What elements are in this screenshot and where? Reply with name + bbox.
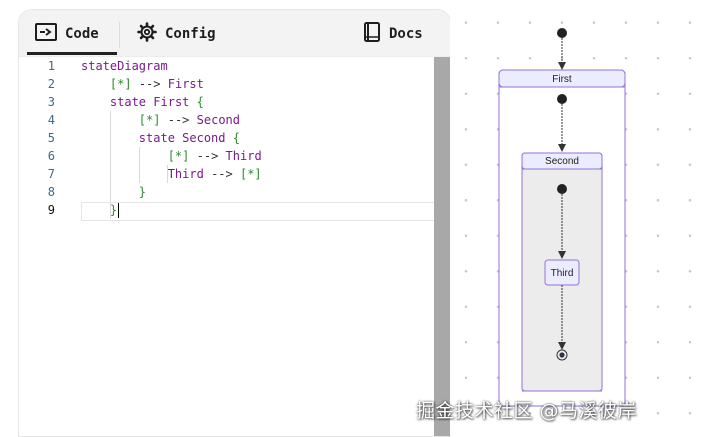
- indent-guide: [110, 111, 111, 219]
- code-line: 7 Third --> [*]: [19, 165, 434, 183]
- end-node-core: [559, 352, 565, 358]
- start-node: [557, 94, 567, 104]
- tab-bar: Code Config: [19, 10, 450, 57]
- code-text: Third --> [*]: [167, 167, 262, 181]
- line-number: 1: [47, 59, 55, 73]
- state-first-label: First: [552, 74, 572, 85]
- line-number: 3: [47, 95, 55, 109]
- tab-divider: [119, 22, 120, 48]
- tab-config-label: Config: [165, 26, 216, 42]
- book-icon: [363, 22, 381, 46]
- text-cursor: [118, 203, 119, 218]
- code-icon: [35, 23, 57, 45]
- gear-icon: [137, 22, 157, 46]
- tab-code-label: Code: [65, 26, 99, 42]
- watermark: 掘金技术社区 @马溪彼岸: [416, 400, 638, 422]
- line-number: 7: [47, 167, 55, 181]
- code-editor[interactable]: 1 stateDiagram 2 [*] --> First 3 state F…: [19, 57, 449, 436]
- code-line: 1 stateDiagram: [19, 57, 434, 75]
- code-line: 3 state First {: [19, 93, 434, 111]
- editor-scrollbar[interactable]: [434, 57, 450, 436]
- line-number: 5: [47, 131, 55, 145]
- line-number: 6: [47, 149, 55, 163]
- start-node: [557, 28, 567, 38]
- code-line: 5 state Second {: [19, 129, 434, 147]
- diagram-canvas[interactable]: First Second Third: [450, 0, 701, 435]
- state-diagram: First Second Third: [498, 28, 626, 407]
- tab-docs-label: Docs: [389, 26, 423, 42]
- code-line: 8 }: [19, 183, 434, 201]
- code-text: [*] --> Third: [167, 149, 262, 163]
- editor-panel: Code Config: [18, 9, 451, 437]
- code-text: stateDiagram: [81, 59, 168, 73]
- code-text: [*] --> Second: [138, 113, 240, 127]
- code-text: }: [109, 203, 118, 217]
- code-line: 4 [*] --> Second: [19, 111, 434, 129]
- tab-docs[interactable]: Docs: [363, 22, 423, 46]
- code-line: 9 }: [19, 201, 434, 219]
- code-text: }: [138, 185, 147, 199]
- indent-guide: [139, 147, 140, 183]
- state-third-label: Third: [551, 268, 574, 279]
- indent-guide: [167, 165, 168, 183]
- tab-config[interactable]: Config: [137, 22, 216, 46]
- active-tab-indicator: [27, 52, 117, 55]
- code-line: 6 [*] --> Third: [19, 147, 434, 165]
- code-text: state Second {: [138, 131, 240, 145]
- state-second-label: Second: [545, 156, 579, 167]
- line-number: 8: [47, 185, 55, 199]
- tab-code[interactable]: Code: [35, 22, 99, 46]
- line-number: 4: [47, 113, 55, 127]
- line-number: 2: [47, 77, 55, 91]
- line-number: 9: [47, 203, 55, 217]
- start-node: [557, 184, 567, 194]
- code-line: 2 [*] --> First: [19, 75, 434, 93]
- code-text: [*] --> First: [109, 77, 204, 91]
- code-text: state First {: [109, 95, 204, 109]
